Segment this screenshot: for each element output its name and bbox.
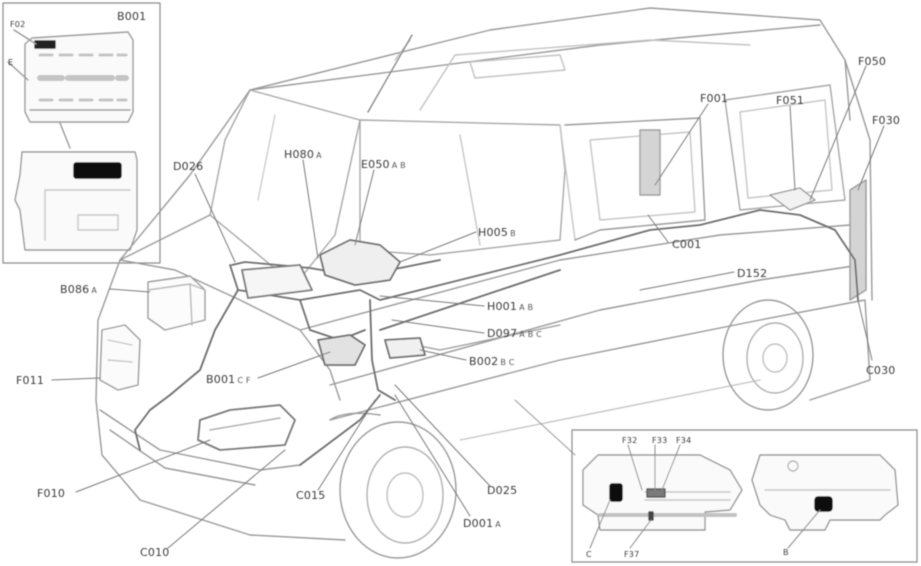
label-f02: F02	[10, 20, 26, 29]
label-f011: F011	[16, 374, 45, 387]
label-b001: B001	[117, 10, 147, 23]
wiring-harness	[134, 209, 859, 466]
label-d152: D152	[737, 267, 768, 280]
label-d026: D026	[173, 160, 204, 173]
label-f010: F010	[37, 487, 66, 500]
label-f051: F051	[776, 94, 805, 107]
label-f37: F37	[624, 550, 640, 559]
label-b: B	[783, 548, 789, 557]
label-f32: F32	[622, 436, 638, 445]
label-c001: C001	[672, 238, 702, 251]
label-e: E	[8, 58, 14, 67]
label-c015: C015	[296, 489, 326, 502]
label-c030: C030	[866, 364, 896, 377]
label-d025: D025	[487, 484, 518, 497]
label-f001: F001	[700, 92, 729, 105]
label-c010: C010	[140, 546, 170, 559]
label-f030: F030	[872, 114, 901, 127]
label-c: C	[586, 550, 592, 559]
inset-fusebox-b001	[2, 2, 161, 264]
inset-fusebox-bottom	[571, 429, 918, 563]
van-body	[95, 7, 873, 559]
label-f050: F050	[858, 55, 887, 68]
label-f34: F34	[676, 436, 692, 445]
label-f33: F33	[652, 436, 668, 445]
leader-lines	[51, 65, 885, 549]
